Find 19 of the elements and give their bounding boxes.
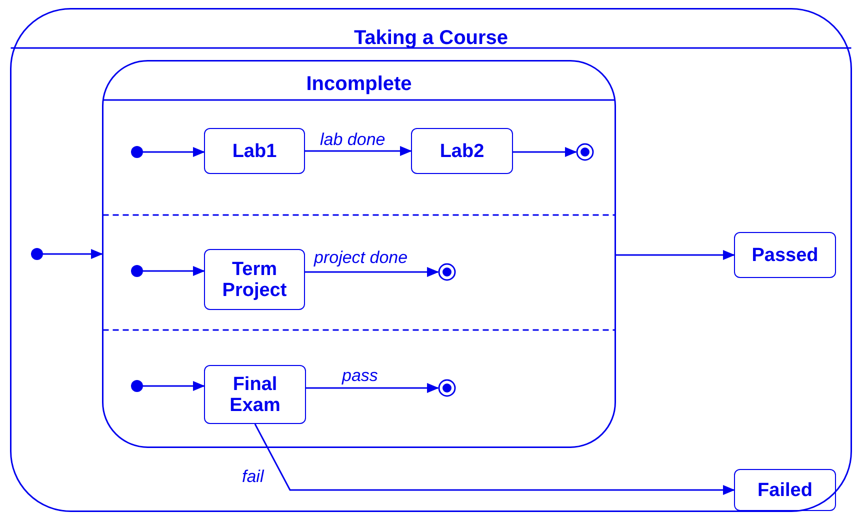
state-title: Taking a Course	[354, 27, 508, 49]
transition-arrow	[43, 249, 103, 259]
state-box: Failed	[734, 469, 836, 511]
transition-arrow	[306, 383, 439, 393]
transition-arrow	[616, 250, 735, 260]
transition-arrow	[143, 381, 205, 391]
transition-arrow	[305, 146, 412, 156]
state-box: Passed	[734, 232, 836, 278]
state-box: Lab2	[411, 128, 513, 174]
transition-arrow	[254, 424, 735, 495]
state-box: Final Exam	[204, 365, 306, 424]
transition-arrow	[305, 267, 439, 277]
state-title: Incomplete	[306, 73, 412, 95]
transition-arrow	[143, 266, 205, 276]
state-box: Lab1	[204, 128, 305, 174]
transition-arrow	[513, 147, 577, 157]
transition-arrow	[143, 147, 205, 157]
state-box: Term Project	[204, 249, 305, 310]
edge-label: project done	[312, 248, 410, 267]
